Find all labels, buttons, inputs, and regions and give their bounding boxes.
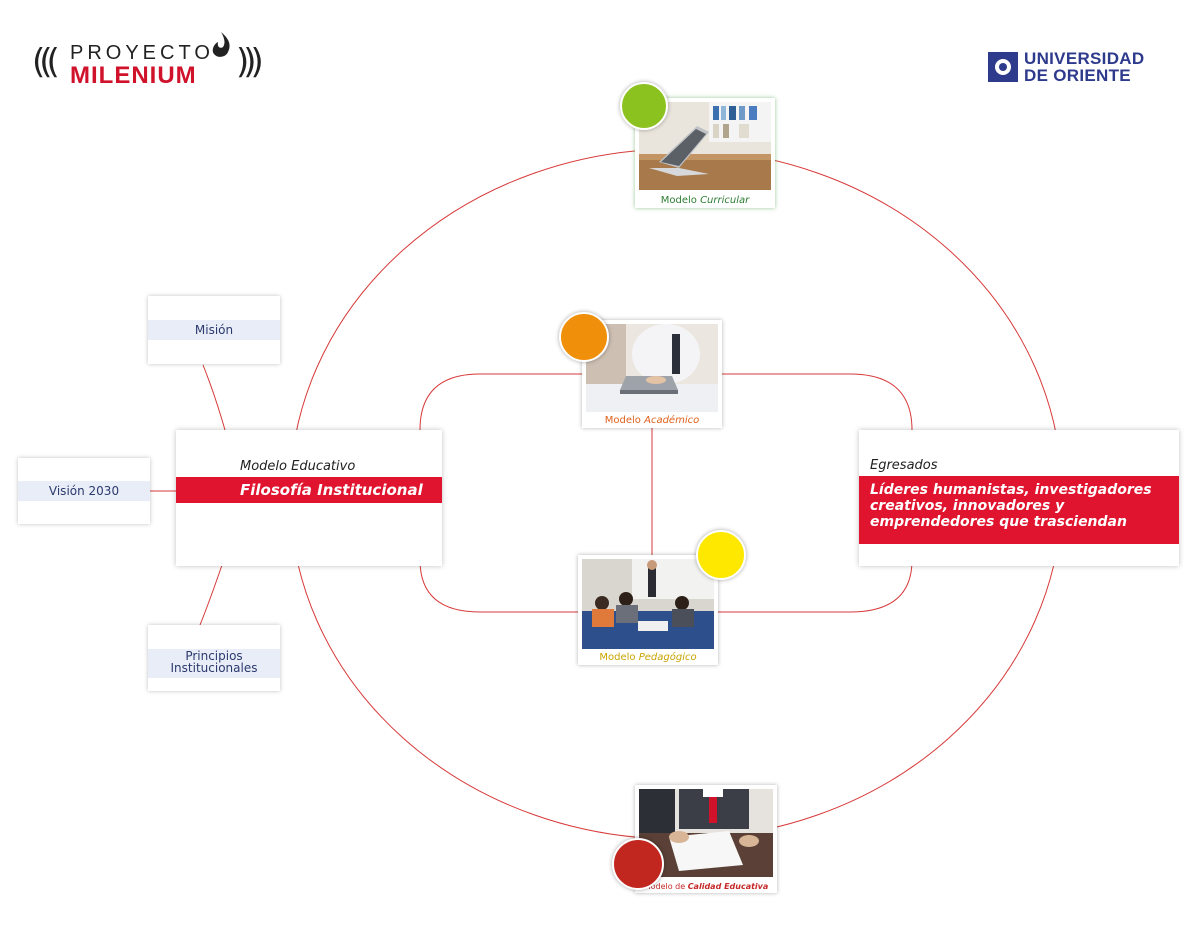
filosofia-institucional-band: Filosofía Institucional — [176, 477, 442, 503]
classroom-photo — [582, 559, 714, 649]
university-emblem-icon — [988, 52, 1018, 82]
mision-connector — [202, 364, 226, 431]
calidad-red-dot — [612, 838, 664, 890]
logo-milenium-text: MILENIUM — [70, 62, 197, 89]
inner-loop — [419, 373, 913, 613]
laptop-bed-photo — [586, 324, 718, 412]
mision-label: Misión — [148, 320, 280, 340]
curricular-green-dot — [620, 82, 668, 130]
logo-universidad-text: UNIVERSIDAD — [1024, 49, 1145, 68]
sound-wave-left-icon: ((( — [32, 42, 60, 82]
egresados-line-1: Líderes humanistas, investigadores — [870, 482, 1152, 498]
mision-card[interactable]: Misión — [148, 296, 280, 364]
modelo-calidad-label: Modelo de Calidad Educativa — [643, 882, 769, 891]
modelo-pedagogico-label: Modelo Pedagógico — [599, 652, 697, 663]
logo-de-oriente-text: DE ORIENTE — [1024, 66, 1131, 85]
sound-wave-right-icon: ))) — [236, 42, 264, 82]
modelo-academico-label: Modelo Académico — [604, 415, 700, 426]
vision-card[interactable]: Visión 2030 — [18, 458, 150, 524]
pedagogico-yellow-dot — [696, 530, 746, 580]
egresados-description-band: Líderes humanistas, investigadores creat… — [859, 476, 1179, 544]
principios-line-2: Institucionales — [170, 661, 258, 675]
modelo-pedagogico-card[interactable]: Modelo Pedagógico — [578, 555, 718, 665]
proyecto-milenium-logo: ((( PROYECTO MILENIUM ))) — [30, 28, 270, 98]
principios-line-1: Principios — [185, 649, 243, 663]
vision-label: Visión 2030 — [18, 481, 150, 501]
modelo-curricular-label: Modelo Curricular — [660, 195, 750, 206]
academico-orange-dot — [559, 312, 609, 362]
principios-card[interactable]: Principios Institucionales — [148, 625, 280, 691]
egresados-line-3: emprendedores que trasciendan — [870, 514, 1127, 530]
egresados-line-2: creativos, innovadores y — [870, 498, 1065, 514]
modelo-educativo-caption: Modelo Educativo — [240, 459, 356, 474]
modelo-educativo-box[interactable]: Modelo Educativo Filosofía Institucional — [176, 430, 442, 566]
principios-connector — [199, 564, 223, 626]
universidad-oriente-logo: UNIVERSIDAD DE ORIENTE — [988, 50, 1178, 86]
egresados-caption: Egresados — [870, 458, 938, 473]
logo-proyecto-text: PROYECTO — [70, 42, 214, 64]
flame-icon — [212, 32, 230, 57]
principios-label: Principios Institucionales — [148, 649, 280, 678]
egresados-box[interactable]: Egresados Líderes humanistas, investigad… — [859, 430, 1179, 566]
